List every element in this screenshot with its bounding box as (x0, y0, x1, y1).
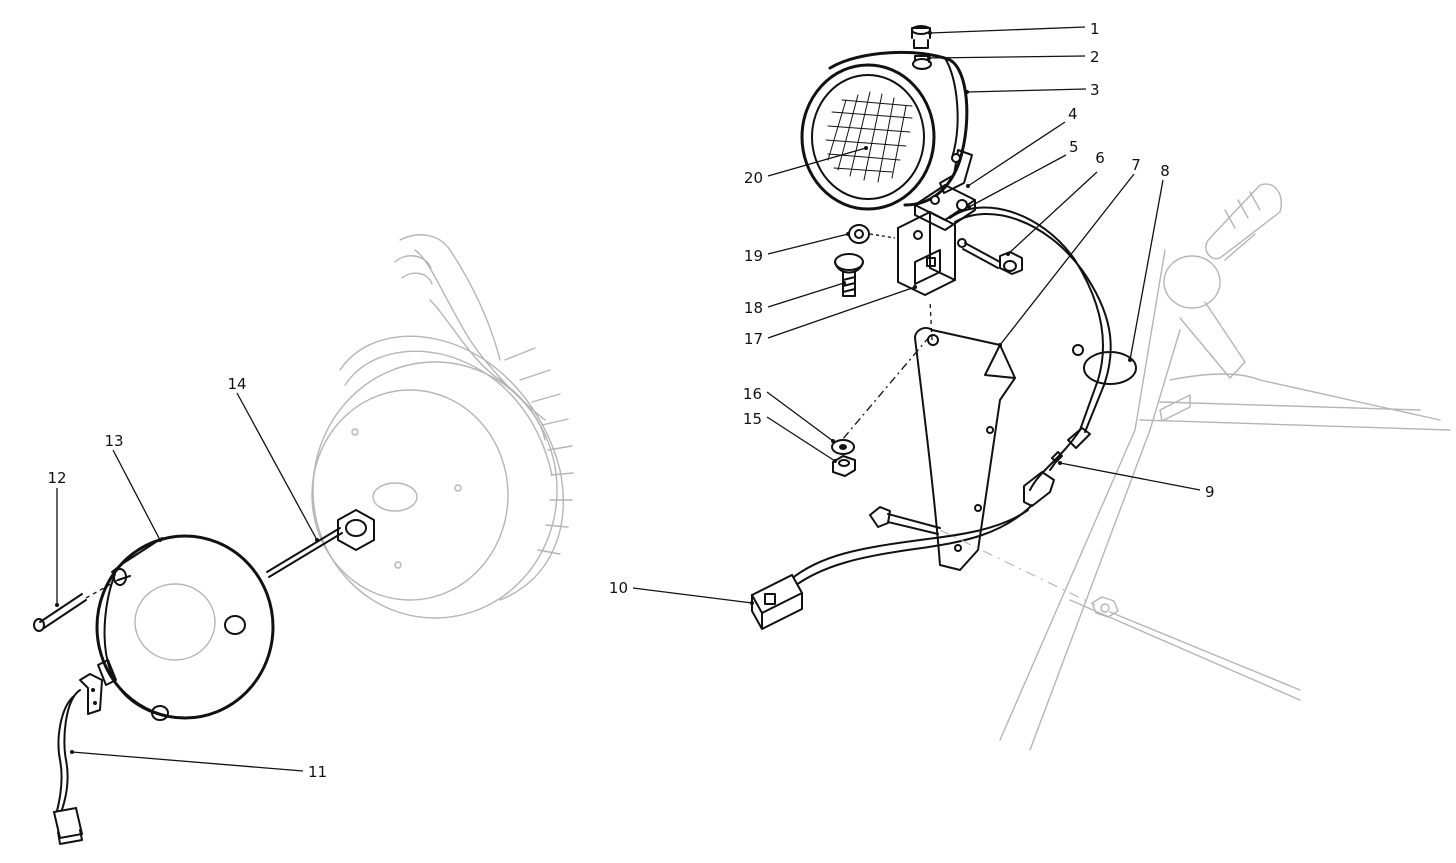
callout-5: 5 (1069, 138, 1079, 156)
callout-12: 12 (47, 469, 66, 487)
work-light-housing (800, 25, 973, 211)
wiring-harness (789, 206, 1112, 589)
callout-17: 17 (744, 330, 763, 348)
connector-10 (750, 573, 804, 630)
callout-10: 10 (609, 579, 628, 597)
callout-11: 11 (308, 763, 327, 781)
screw-12 (33, 579, 119, 632)
callout-20: 20 (744, 169, 763, 187)
support-plate-7 (841, 299, 1016, 571)
callout-18: 18 (744, 299, 763, 317)
callout-6: 6 (1095, 149, 1105, 167)
callout-2: 2 (1090, 48, 1100, 66)
callout-7: 7 (1131, 156, 1141, 174)
wire-loop-8 (1083, 351, 1137, 385)
handlebar-ghost (999, 183, 1451, 751)
bolt-6 (962, 242, 1023, 275)
callout-16: 16 (743, 385, 762, 403)
callout-19: 19 (744, 247, 763, 265)
callout-1: 1 (1090, 20, 1100, 38)
lens-grille-20 (825, 91, 913, 183)
mount-bolt-ghost (869, 506, 1096, 606)
carriage-bolt-18 (834, 253, 864, 297)
stud-14 (266, 509, 375, 578)
callout-3: 3 (1090, 81, 1100, 99)
callout-9: 9 (1205, 483, 1215, 501)
nut-19 (848, 224, 896, 244)
callout-4: 4 (1068, 105, 1078, 123)
rear-light-pigtail (52, 673, 103, 845)
callout-8: 8 (1160, 162, 1170, 180)
callout-13: 13 (104, 432, 123, 450)
washer-nut-15-16 (831, 439, 856, 477)
leader-lines (55, 26, 1201, 772)
callout-15: 15 (743, 410, 762, 428)
callout-labels: 1 2 3 4 5 6 7 8 9 10 11 12 13 14 15 16 1… (47, 20, 1214, 781)
rear-light-housing (95, 534, 275, 721)
flywheel-housing-ghost (311, 234, 574, 619)
callout-14: 14 (227, 375, 246, 393)
